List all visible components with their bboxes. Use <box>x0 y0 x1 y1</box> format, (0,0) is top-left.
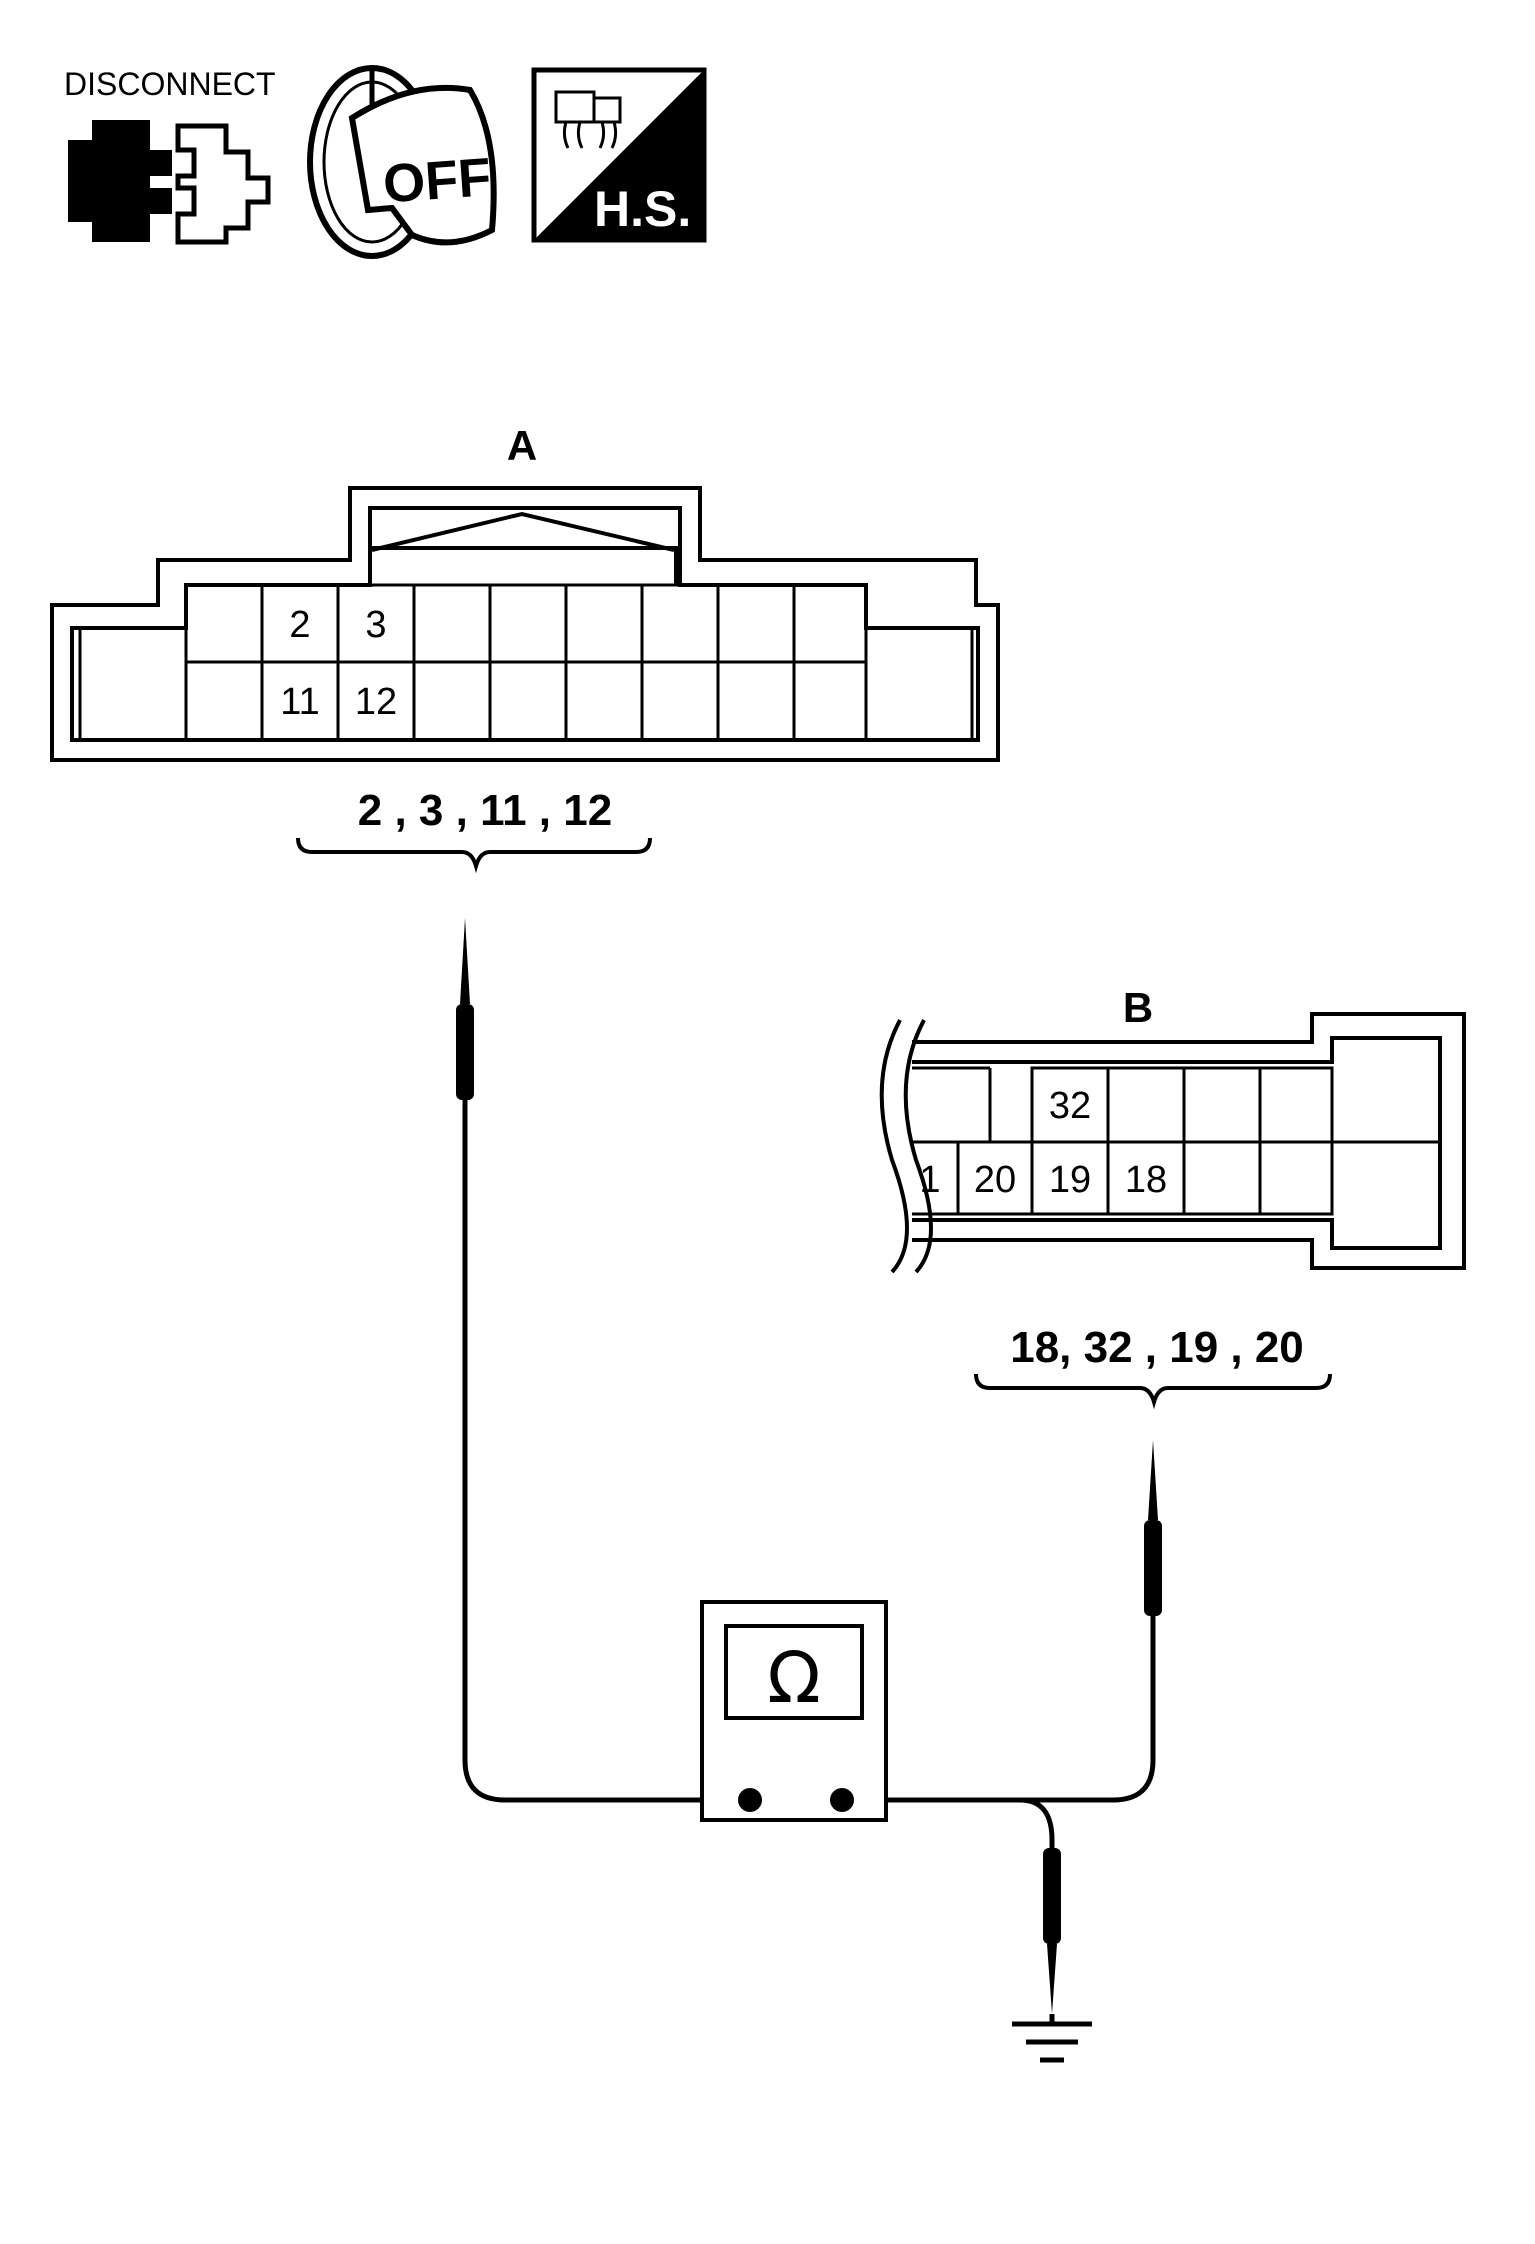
connector-a-brace <box>296 837 652 874</box>
pin-a-2: 2 <box>289 604 310 646</box>
meter-terminal-left <box>738 1788 762 1812</box>
wire-left <box>462 1118 750 1803</box>
wire-ground <box>1019 1797 1055 1850</box>
disconnect-label: DISCONNECT <box>64 66 276 102</box>
pin-a-12: 12 <box>355 681 397 723</box>
connector-b-brace <box>974 1373 1332 1410</box>
connector-a-terminals: 2 , 3 , 11 , 12 <box>358 786 612 835</box>
pin-b-20: 20 <box>974 1159 1016 1201</box>
probe-left <box>456 918 474 1118</box>
disconnect-icon: DISCONNECT <box>64 66 276 245</box>
pin-b-18: 18 <box>1125 1159 1167 1201</box>
harness-side-icon: H.S. <box>531 67 707 243</box>
pin-a-3: 3 <box>365 604 386 646</box>
ground-symbol-icon <box>1012 2014 1092 2063</box>
pin-a-11: 11 <box>280 681 319 723</box>
ignition-off-icon: OFF <box>307 65 497 259</box>
ignition-off-label: OFF <box>381 147 493 214</box>
connector-a: A 2 3 11 12 <box>50 422 1000 762</box>
meter-terminal-right <box>830 1788 854 1812</box>
ohmmeter-icon: Ω <box>700 1600 888 1822</box>
pin-b-32: 32 <box>1049 1085 1091 1127</box>
probe-ground <box>1043 1848 1061 2014</box>
pin-b-1: 1 <box>919 1159 940 1201</box>
harness-side-label: H.S. <box>594 181 691 237</box>
connector-b-terminals: 18, 32 , 19 , 20 <box>1010 1323 1304 1372</box>
connector-a-label: A <box>507 422 537 469</box>
pin-b-19: 19 <box>1049 1159 1091 1201</box>
wire-right <box>842 1640 1156 1803</box>
probe-right <box>1144 1440 1162 1640</box>
connector-b-label: B <box>1123 984 1153 1031</box>
connector-b: B 32 1 20 19 18 <box>879 984 1466 1274</box>
ohm-symbol: Ω <box>767 1637 821 1719</box>
